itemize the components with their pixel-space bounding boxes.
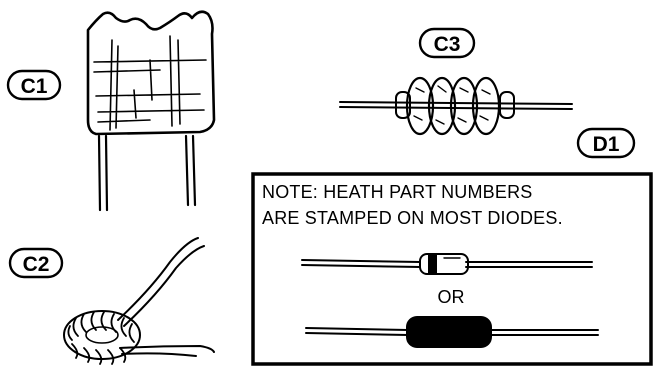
- c1-body: [86, 10, 216, 136]
- diode-large: [305, 316, 599, 348]
- c1-capacitor: C1: [6, 10, 216, 212]
- note-line-2: ARE STAMPED ON MOST DIODES.: [262, 208, 563, 228]
- c2-lead-3: [119, 345, 215, 353]
- c2-windings: [63, 310, 141, 365]
- c3-end-cap-right: [499, 91, 515, 119]
- diode-note-box: NOTE: HEATH PART NUMBERS ARE STAMPED ON …: [251, 172, 653, 366]
- c1-lead-left: [97, 134, 109, 212]
- diode-small-band: [428, 254, 437, 274]
- c2-label: C2: [23, 253, 50, 276]
- note-line-1: NOTE: HEATH PART NUMBERS: [262, 182, 533, 202]
- c2-lead-2: [123, 245, 205, 327]
- d1-label-oval: [576, 127, 636, 159]
- c1-lead-right: [184, 134, 197, 207]
- diode-small: [301, 253, 593, 275]
- d1-callout: D1: [576, 127, 636, 159]
- c1-label: C1: [21, 75, 48, 98]
- c3-label: C3: [434, 33, 461, 56]
- c3-label-oval: [418, 27, 476, 59]
- c1-label-oval: [6, 69, 62, 101]
- d1-label: D1: [593, 133, 620, 156]
- c3-rings: [405, 76, 501, 136]
- diode-large-band: [419, 318, 427, 346]
- c2-label-oval: [8, 247, 64, 279]
- or-text: OR: [438, 287, 465, 307]
- c3-component: C3: [339, 27, 573, 136]
- c2-lead-1: [117, 237, 199, 321]
- c1-hatching: [93, 35, 207, 131]
- c2-coil: C2: [8, 237, 215, 365]
- c3-end-cap-left: [395, 91, 411, 119]
- c2-lead-4: [121, 352, 197, 357]
